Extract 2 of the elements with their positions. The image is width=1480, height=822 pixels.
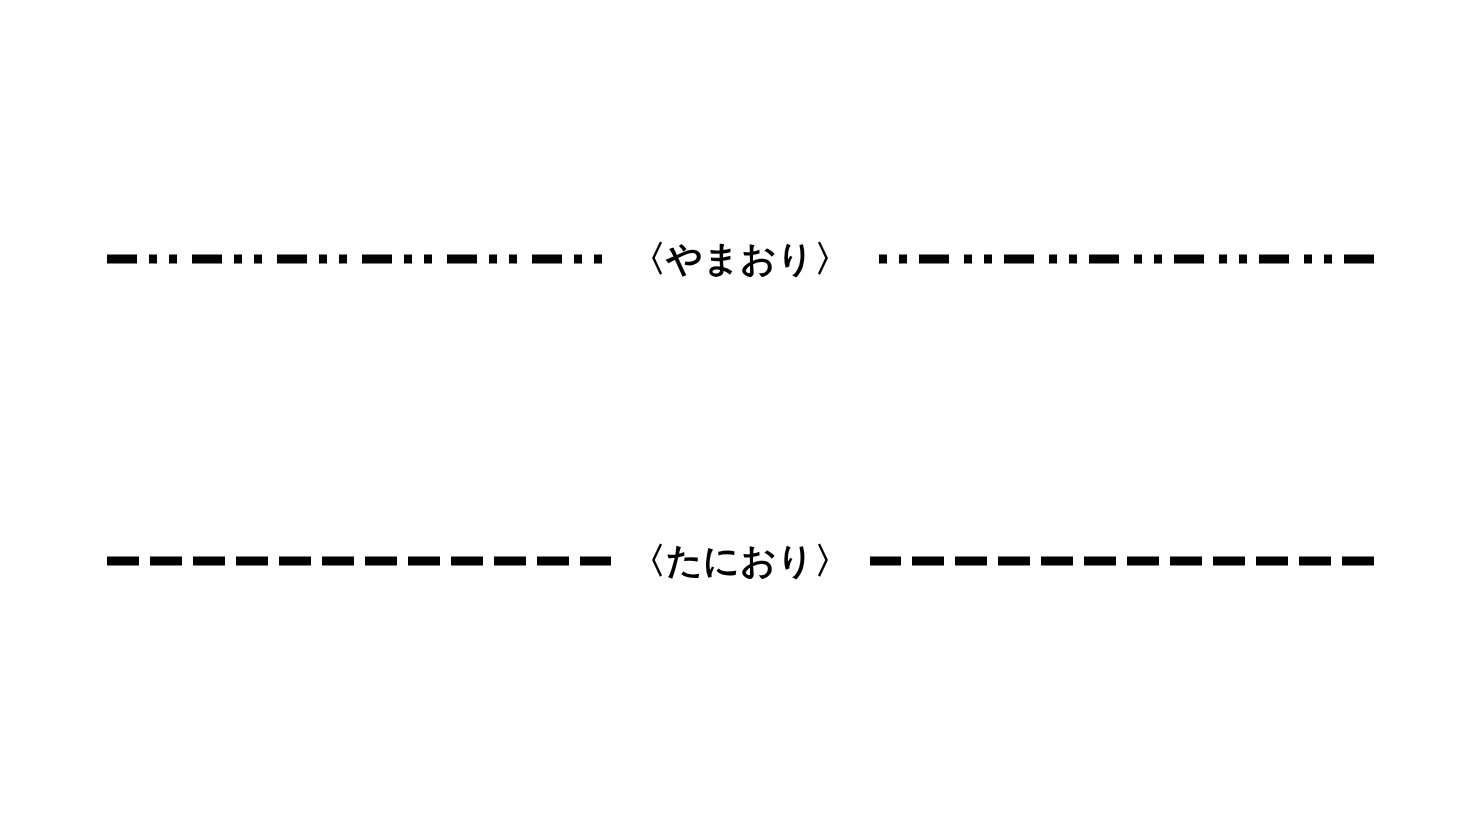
legend-label: 〈たにおり〉: [630, 543, 850, 579]
legend-label: 〈やまおり〉: [630, 241, 850, 277]
